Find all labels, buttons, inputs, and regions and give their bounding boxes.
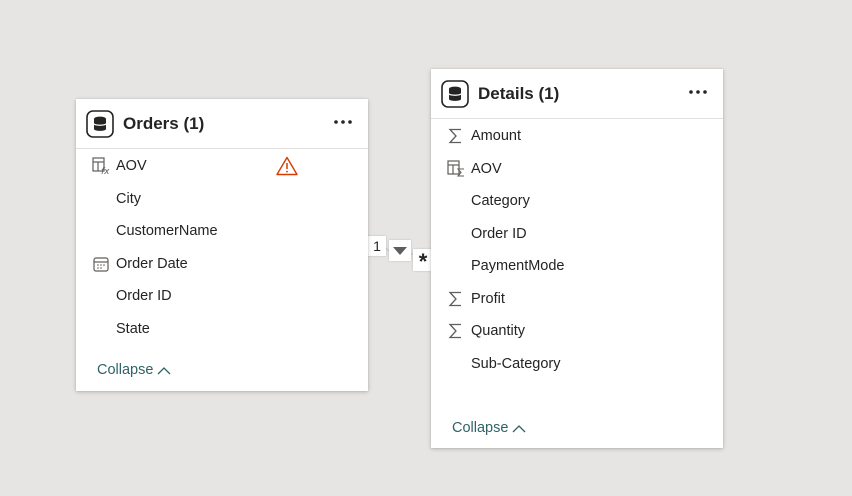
- more-options-icon[interactable]: [333, 115, 353, 129]
- cardinality-many-label: *: [413, 249, 433, 274]
- field-name: Sub-Category: [471, 355, 561, 372]
- collapse-label: Collapse: [97, 362, 154, 378]
- chevron-up-icon: [512, 425, 526, 433]
- field-name: Order ID: [471, 225, 527, 242]
- orders-field-list: fx AOV City CustomerName Order Date: [76, 149, 368, 344]
- details-title: Details (1): [478, 84, 560, 103]
- orders-title: Orders (1): [123, 114, 205, 133]
- field-name: City: [116, 190, 141, 207]
- details-card-header: Details (1): [431, 69, 723, 119]
- svg-text:fx: fx: [101, 167, 110, 175]
- calculated-measure-icon: fx: [92, 157, 110, 175]
- field-row[interactable]: Order ID: [431, 217, 723, 250]
- field-row[interactable]: Profit: [431, 282, 723, 315]
- field-row[interactable]: fx AOV: [76, 149, 368, 182]
- calendar-icon: [93, 256, 109, 272]
- field-name: Order ID: [116, 288, 172, 304]
- field-name: CustomerName: [116, 223, 218, 239]
- table-database-icon: [86, 110, 114, 138]
- warning-icon[interactable]: [276, 156, 298, 176]
- cardinality-one-label: 1: [368, 236, 386, 256]
- chevron-up-icon: [157, 367, 171, 375]
- sigma-icon: [448, 323, 461, 339]
- details-collapse-button[interactable]: Collapse: [452, 420, 527, 436]
- field-row[interactable]: Sub-Category: [431, 347, 723, 380]
- field-row[interactable]: Order ID: [76, 279, 368, 312]
- cross-filter-direction-icon: [389, 240, 411, 261]
- sigma-icon: [448, 291, 461, 306]
- table-database-icon: [441, 80, 469, 108]
- field-row[interactable]: AOV: [431, 152, 723, 185]
- field-name: AOV: [116, 158, 147, 174]
- field-name: Quantity: [471, 323, 525, 339]
- orders-table-card[interactable]: Orders (1) fx AOV City CustomerName: [76, 99, 368, 391]
- calculated-column-icon: [447, 159, 464, 177]
- collapse-label: Collapse: [452, 420, 509, 436]
- field-name: PaymentMode: [471, 258, 565, 274]
- sigma-icon: [448, 128, 461, 144]
- field-name: AOV: [471, 160, 502, 177]
- field-name: Amount: [471, 128, 521, 144]
- field-row[interactable]: State: [76, 312, 368, 345]
- field-row[interactable]: CustomerName: [76, 214, 368, 247]
- field-row[interactable]: Quantity: [431, 314, 723, 347]
- field-row[interactable]: Order Date: [76, 247, 368, 280]
- orders-card-header: Orders (1): [76, 99, 368, 149]
- field-name: State: [116, 320, 150, 337]
- field-row[interactable]: PaymentMode: [431, 249, 723, 282]
- field-row[interactable]: Amount: [431, 119, 723, 152]
- field-name: Profit: [471, 290, 505, 307]
- field-name: Category: [471, 193, 530, 209]
- more-options-icon[interactable]: [688, 85, 708, 99]
- orders-collapse-button[interactable]: Collapse: [97, 362, 172, 378]
- details-field-list: Amount AOV Category Order ID PaymentMode…: [431, 119, 723, 379]
- details-table-card[interactable]: Details (1) Amount AOV Category Order ID: [431, 69, 723, 448]
- field-row[interactable]: City: [76, 182, 368, 215]
- field-name: Order Date: [116, 255, 188, 272]
- field-row[interactable]: Category: [431, 184, 723, 217]
